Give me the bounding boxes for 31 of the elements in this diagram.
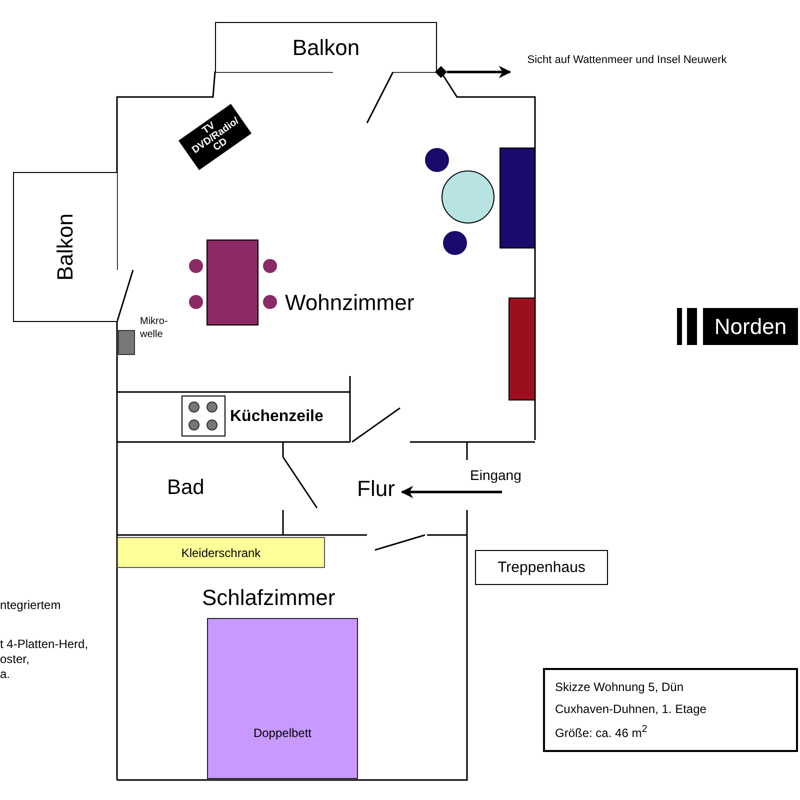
view-note: Sicht auf Wattenmeer und Insel Neuwerk [510, 42, 744, 78]
note-text: ntegriertem [0, 598, 61, 612]
note-text: a. [0, 667, 10, 681]
arrow [400, 486, 502, 498]
node-text: Norden [714, 314, 787, 340]
edge-label: Eingang [470, 467, 522, 483]
node-text: Kleiderschrank [181, 546, 261, 560]
note-text: oster, [0, 652, 30, 666]
hinge-marker [435, 66, 447, 78]
balcony-box [13, 172, 117, 322]
node-text: Größe: ca. 46 m$^{2}$ [555, 724, 648, 740]
info-box [543, 668, 798, 752]
node-text: Balkon [292, 34, 360, 60]
balcony-box [215, 22, 437, 72]
room-label: Flur [350, 474, 402, 504]
node-text: Cuxhaven-Duhnen, 1. Etage [555, 702, 706, 716]
room-label: Bad [167, 476, 204, 500]
room-label: Wohnzimmer [285, 290, 414, 316]
wardrobe [117, 537, 325, 568]
room-label: Küchenzeile [230, 408, 324, 426]
microwave [118, 330, 135, 355]
node-text: Skizze Wohnung 5, Dün [555, 680, 684, 694]
node-text: Doppelbett [253, 726, 312, 740]
arrow [447, 66, 512, 78]
room-label: Schlafzimmer [202, 585, 336, 611]
stairwell-box [475, 550, 608, 585]
double-bed [207, 618, 358, 779]
appliance-label: Mikro- welle [140, 315, 169, 341]
node-text: Treppenhaus [498, 559, 586, 576]
note-text: t 4-Platten-Herd, [0, 637, 88, 651]
node-text: Balkon [52, 213, 78, 281]
